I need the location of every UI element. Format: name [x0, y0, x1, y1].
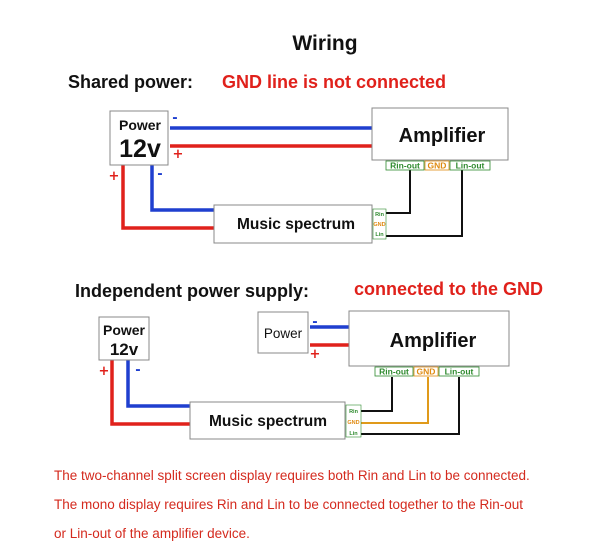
shared-red-wire-music	[121, 165, 214, 230]
diagram-title: Wiring	[292, 32, 357, 55]
independent-power-voltage: 12v	[110, 340, 139, 359]
independent-gnd-port	[413, 366, 439, 377]
independent-red-wire-music	[110, 360, 190, 426]
independent-music-gnd: GND	[347, 420, 359, 426]
independent-power2-box	[257, 311, 309, 354]
independent-rin-out-port	[374, 366, 414, 377]
independent-heading: Independent power supply:	[75, 281, 309, 301]
note-line-2: The mono display requires Rin and Lin to…	[54, 497, 523, 512]
shared-music-rin: Rin	[375, 212, 385, 218]
shared-lin-wire	[386, 170, 463, 237]
shared-music-gnd: GND	[373, 222, 385, 228]
note-line-3: or Lin-out of the amplifier device.	[54, 526, 250, 541]
independent-amplifier-label: Amplifier	[390, 330, 477, 352]
independent-minus-left: -	[135, 363, 140, 378]
independent-music-port-block	[345, 404, 362, 438]
independent-music-label: Music spectrum	[209, 413, 327, 430]
shared-gnd-port	[424, 160, 450, 171]
shared-music-box	[213, 204, 373, 244]
shared-rin-wire	[386, 170, 411, 214]
shared-music-label: Music spectrum	[237, 216, 355, 233]
shared-power-section: Shared power: GND line is not connected …	[68, 72, 509, 244]
independent-blue-wire-music	[126, 360, 190, 408]
shared-power-box	[109, 110, 169, 166]
shared-lin-out-label: Lin-out	[456, 161, 485, 171]
shared-amplifier-box	[371, 107, 509, 161]
independent-power-label: Power	[103, 322, 146, 338]
shared-minus-top: -	[172, 111, 177, 126]
shared-power-voltage: 12v	[119, 135, 161, 163]
shared-gnd-label: GND	[428, 161, 447, 171]
shared-music-port-block	[372, 208, 387, 240]
independent-music-rin: Rin	[349, 409, 359, 415]
shared-blue-wire-music	[150, 165, 214, 212]
independent-gnd-label: GND	[417, 367, 436, 377]
shared-plus-top: +	[173, 147, 184, 162]
independent-rin-wire	[361, 377, 393, 412]
shared-power-label: Power	[119, 117, 162, 133]
note-line-1: The two-channel split screen display req…	[54, 468, 530, 483]
independent-plus-left: +	[99, 364, 110, 379]
independent-lin-out-port	[438, 366, 480, 377]
independent-music-lin: Lin	[349, 431, 358, 437]
shared-rin-out-port	[385, 160, 425, 171]
shared-rin-out-label: Rin-out	[390, 161, 420, 171]
shared-note: GND line is not connected	[222, 72, 446, 92]
independent-power2-label: Power	[264, 326, 303, 341]
independent-power-box	[98, 316, 150, 361]
shared-minus-left: -	[157, 167, 162, 182]
independent-plus-top: +	[310, 347, 321, 362]
independent-gnd-wire	[361, 377, 429, 424]
shared-heading: Shared power:	[68, 72, 193, 92]
independent-lin-out-label: Lin-out	[445, 367, 474, 377]
independent-power-section: Independent power supply: connected to t…	[75, 279, 543, 440]
independent-minus-top: -	[312, 315, 317, 330]
independent-lin-wire	[361, 377, 460, 435]
notes-block: The two-channel split screen display req…	[54, 468, 530, 541]
shared-plus-left: +	[109, 169, 120, 184]
shared-music-lin: Lin	[375, 232, 384, 238]
independent-note: connected to the GND	[354, 279, 543, 299]
shared-lin-out-port	[449, 160, 491, 171]
independent-rin-out-label: Rin-out	[379, 367, 409, 377]
independent-music-box	[189, 401, 346, 440]
independent-amplifier-box	[348, 310, 510, 367]
shared-amplifier-label: Amplifier	[399, 125, 486, 147]
